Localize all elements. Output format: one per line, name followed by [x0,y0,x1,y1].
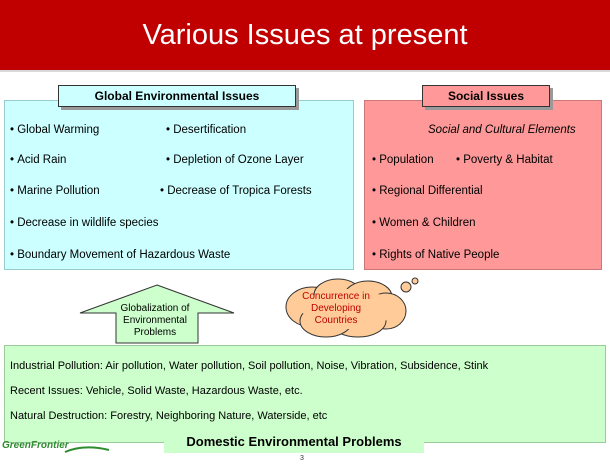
domestic-line-industrial: Industrial Pollution: Air pollution, Wat… [10,360,489,372]
social-item-poverty-habitat: Poverty & Habitat [456,154,552,166]
global-item-ozone-depletion: Depletion of Ozone Layer [166,154,303,166]
global-item-desertification: Desertification [166,124,246,136]
social-item-regional-differential: Regional Differential [372,185,482,197]
global-item-global-warming: Global Warming [10,124,99,136]
global-issues-header: Global Environmental Issues [58,85,296,107]
domestic-problems-header: Domestic Environmental Problems [164,431,424,453]
concurrence-cloud-label: Concurrence in Developing Countries [302,291,370,326]
global-item-marine-pollution: Marine Pollution [10,185,99,197]
globalization-arrow-label: Globalization of Environmental Problems [120,303,190,338]
page-number: 3 [300,455,304,462]
social-item-native-people: Rights of Native People [372,249,499,261]
social-item-population: Population [372,154,433,166]
slide-title: Various Issues at present [142,19,468,51]
logo-swoosh-icon [64,446,110,453]
title-divider [0,70,610,72]
domestic-line-recent: Recent Issues: Vehicle, Solid Waste, Haz… [10,385,303,397]
concurrence-cloud-shape [285,277,419,338]
domestic-problems-box [4,345,606,443]
greenfrontier-logo: GreenFrontier [2,440,69,451]
title-bar [0,0,610,70]
global-item-wildlife-species: Decrease in wildlife species [10,217,158,229]
globalization-arrow-shape [79,284,235,344]
domestic-line-natural: Natural Destruction: Forestry, Neighbori… [10,410,328,422]
social-subtitle: Social and Cultural Elements [428,124,576,136]
global-item-acid-rain: Acid Rain [10,154,66,166]
global-item-tropical-forests: Decrease of Tropica Forests [160,185,311,197]
social-item-women-children: Women & Children [372,217,475,229]
global-item-hazardous-waste: Boundary Movement of Hazardous Waste [10,249,230,261]
social-issues-header: Social Issues [422,85,550,107]
